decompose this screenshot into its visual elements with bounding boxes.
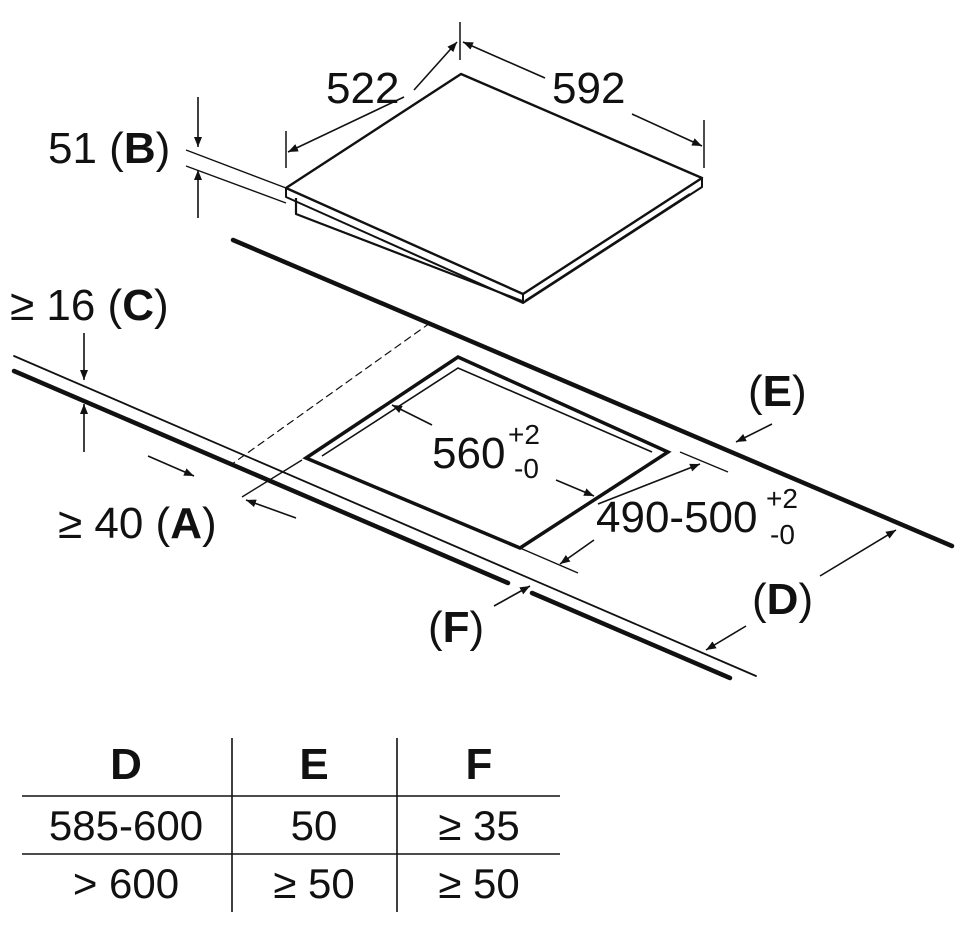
dimension-490-500	[519, 451, 729, 574]
dimension-560	[391, 404, 595, 497]
dimension-a-label: ≥ 40 (A)	[58, 499, 217, 548]
dimension-560-tolerance-minus: -0	[514, 453, 539, 484]
hidden-line	[231, 322, 431, 465]
dimension-c-label: ≥ 16 (C)	[10, 281, 169, 330]
worktop-front-bottom-edge-right	[529, 590, 733, 681]
dimension-560-tolerance-plus: +2	[508, 419, 540, 450]
worktop-back-edge	[230, 237, 955, 549]
dimension-b	[185, 97, 287, 218]
table-header-e: E	[299, 740, 328, 789]
dimension-592-label: 592	[552, 64, 625, 113]
dimension-d	[705, 529, 897, 651]
dimension-b-label: 51 (B)	[48, 124, 170, 173]
dimension-522-label: 522	[326, 64, 399, 113]
table-cell-r1-d: 585-600	[49, 802, 203, 849]
dimension-f	[493, 585, 531, 607]
table-cell-r1-e: 50	[291, 802, 338, 849]
hob	[284, 72, 704, 304]
dimension-560-label: 560	[432, 429, 505, 478]
table-header-d: D	[110, 740, 142, 789]
dimension-490-500-tolerance-minus: -0	[770, 519, 795, 550]
worktop-front-top-edge	[13, 355, 757, 677]
dimension-592	[462, 41, 705, 168]
hob-front-edge-left	[285, 188, 524, 304]
worktop-front-bottom-edge-left	[11, 368, 511, 586]
table-header-f: F	[466, 740, 493, 789]
hob-base-right	[524, 193, 691, 302]
dimension-d-label: (D)	[752, 575, 813, 624]
worktop	[11, 237, 955, 681]
dimension-490-500-label: 490-500	[596, 493, 757, 542]
dimension-table: D E F 585-600 50 ≥ 35 > 600 ≥ 50 ≥ 50	[22, 738, 560, 912]
dimension-490-500-tolerance-plus: +2	[766, 483, 798, 514]
dimension-a	[147, 455, 303, 519]
table-cell-r2-d: > 600	[73, 860, 179, 907]
worktop-cutout	[302, 355, 672, 550]
dimension-522	[285, 22, 461, 168]
table-cell-r2-e: ≥ 50	[273, 860, 354, 907]
dimension-f-label: (F)	[428, 603, 484, 652]
dimension-e-label: (E)	[748, 367, 807, 416]
table-cell-r1-f: ≥ 35	[438, 802, 519, 849]
dimension-e	[735, 423, 773, 443]
hob-base-left	[294, 198, 523, 303]
table-cell-r2-f: ≥ 50	[438, 860, 519, 907]
